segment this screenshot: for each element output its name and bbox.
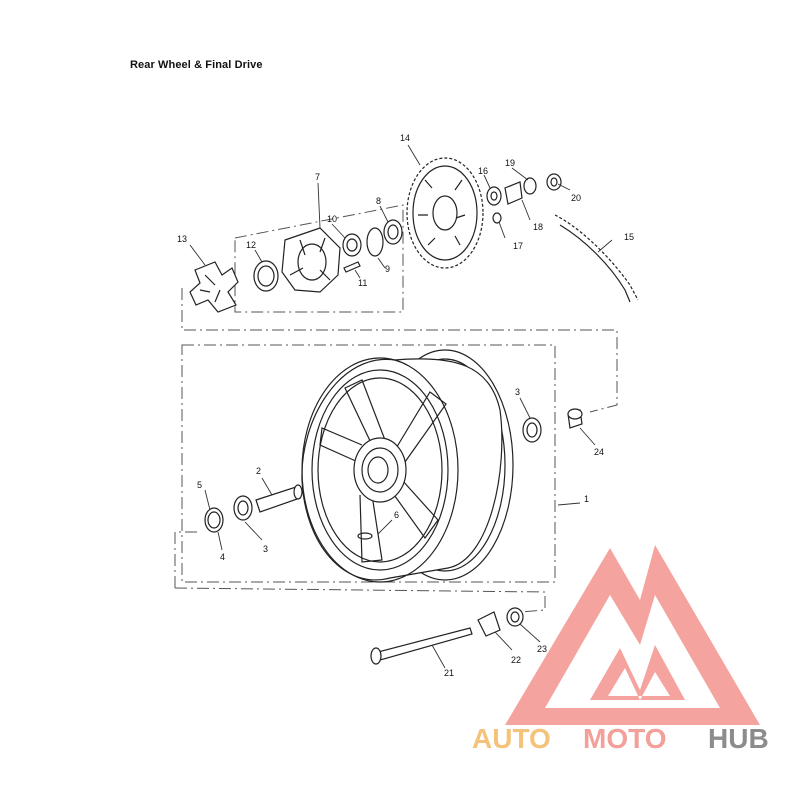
- leader-lines: [189, 144, 613, 669]
- axle-parts: [204, 408, 583, 665]
- bearing-right: [522, 417, 542, 443]
- callout-15: 15: [624, 232, 634, 242]
- callout-4: 4: [220, 552, 225, 562]
- callout-12: 12: [246, 240, 256, 250]
- bearing-left: [233, 495, 253, 521]
- diagram-title: Rear Wheel & Final Drive: [130, 59, 263, 71]
- nut-23: [506, 607, 524, 627]
- bearing-10: [342, 233, 362, 257]
- callout-8: 8: [376, 196, 381, 206]
- callout-20: 20: [571, 193, 581, 203]
- callout-7: 7: [315, 172, 320, 182]
- callout-numbers: 1 2 3 3 4 5 6 7 8 9 10 11 12 13 14 15 16…: [177, 133, 634, 678]
- callout-17: 17: [513, 241, 523, 251]
- callout-6: 6: [394, 510, 399, 520]
- callout-2: 2: [256, 466, 261, 476]
- watermark-logo: [505, 545, 760, 725]
- group-outlines: [174, 204, 618, 613]
- adjuster-22: [477, 611, 501, 637]
- callout-11: 11: [358, 278, 367, 288]
- callout-10: 10: [327, 214, 337, 224]
- axle-link-outline: [174, 587, 546, 613]
- watermark-hub: HUB: [708, 723, 769, 754]
- callout-9: 9: [385, 264, 390, 274]
- callout-23: 23: [537, 644, 547, 654]
- seal-8: [383, 219, 403, 245]
- callout-3-left: 3: [263, 544, 268, 554]
- drive-parts: [189, 219, 403, 313]
- callout-14: 14: [400, 133, 410, 143]
- watermark-moto: MOTO: [583, 723, 666, 754]
- circlip-9: [366, 227, 384, 257]
- callout-22: 22: [511, 655, 521, 665]
- drive-link-outline: [181, 288, 618, 413]
- callout-1: 1: [584, 494, 589, 504]
- callout-5: 5: [197, 480, 202, 490]
- rear-axle: [377, 627, 473, 661]
- callout-16: 16: [478, 166, 488, 176]
- callout-18: 18: [533, 222, 543, 232]
- cush-rubbers: [189, 261, 239, 313]
- callout-19: 19: [505, 158, 515, 168]
- spacer-tube: [255, 486, 301, 513]
- sprocket: [406, 157, 562, 269]
- watermark-auto: AUTO: [472, 723, 551, 754]
- pin-11: [343, 261, 361, 273]
- wheel-group-outline: [181, 344, 556, 583]
- spacer-group-outline: [174, 531, 200, 588]
- callout-24: 24: [594, 447, 604, 457]
- rear-wheel: [301, 349, 514, 583]
- callout-3-right: 3: [515, 387, 520, 397]
- drive-chain: [554, 214, 639, 303]
- callout-13: 13: [177, 234, 187, 244]
- sprocket-carrier: [281, 227, 341, 293]
- callout-21: 21: [444, 668, 454, 678]
- hub-group-outline: [234, 204, 404, 313]
